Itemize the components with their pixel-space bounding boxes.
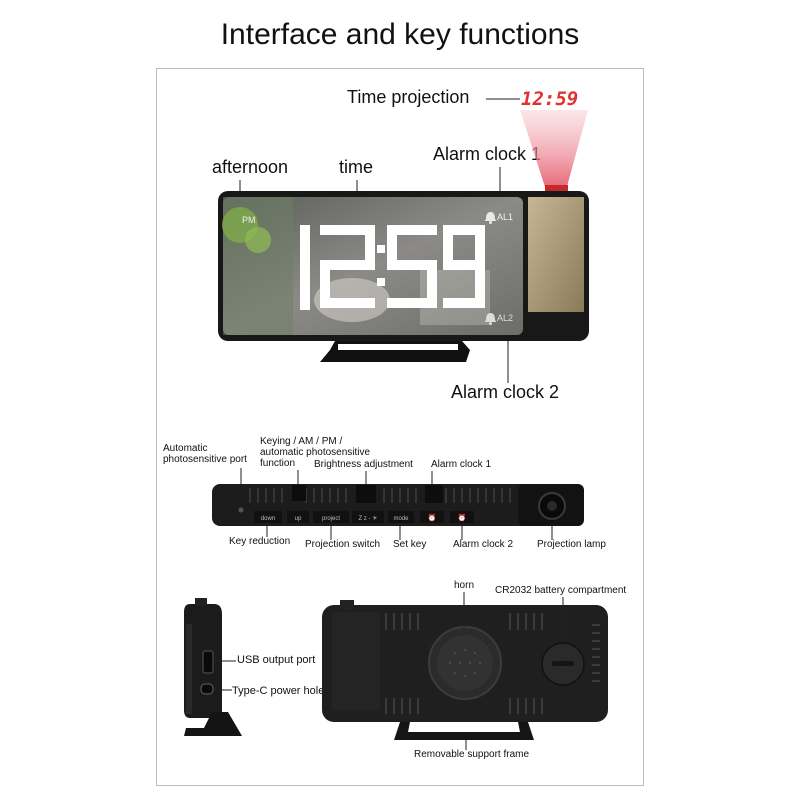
btn-alarm2-text: ⏰ — [458, 513, 467, 522]
projection-switch-label: Projection switch — [305, 539, 381, 550]
projector-lens — [545, 185, 568, 193]
afternoon-label: afternoon — [212, 157, 289, 177]
typec-port-icon — [200, 683, 214, 695]
btn-down-text: down — [261, 516, 275, 522]
brightness-label: Brightness adjustment — [314, 459, 413, 470]
set-key-label: Set key — [393, 539, 427, 550]
btn-up-text: up — [295, 516, 302, 522]
led-colon-top — [377, 245, 385, 253]
typec-port-label: Type-C power hole — [232, 685, 325, 697]
led-time-digits — [300, 225, 485, 310]
keying-label: Keying / AM / PM / automatic photosensit… — [260, 436, 371, 469]
projector-window — [528, 197, 584, 312]
battery-label: CR2032 battery compartment — [495, 585, 627, 596]
pm-indicator: PM — [242, 215, 256, 225]
horn-label: horn — [454, 580, 475, 591]
alarm2-bell-icon — [484, 313, 497, 325]
projection-lamp-label: Projection lamp — [537, 539, 606, 550]
al2-indicator: AL2 — [497, 313, 514, 323]
alarm1-key-label: Alarm clock 1 — [431, 459, 492, 470]
btn-project-text: project — [322, 516, 340, 522]
photosensitive-label: Automatic photosensitive port — [163, 443, 247, 465]
alarm-clock-1-label: Alarm clock 1 — [433, 144, 542, 164]
alarm1-bell-icon — [484, 212, 497, 224]
projection-beam — [520, 110, 588, 190]
back-stand — [394, 722, 534, 740]
page-title: Interface and key functions — [220, 18, 580, 51]
btn-mode-text: mode — [393, 516, 409, 522]
usb-port-icon — [202, 650, 214, 674]
support-frame-label: Removable support frame — [414, 749, 530, 760]
alarm2-key-label: Alarm clock 2 — [453, 539, 514, 550]
btn-brightness-text: Z z - ☀ — [358, 515, 377, 522]
photosensitive-sensor-icon — [238, 507, 244, 513]
content-frame — [156, 68, 644, 786]
key-reduction-label: Key reduction — [229, 536, 291, 547]
time-label: time — [339, 157, 374, 177]
usb-port-label: USB output port — [237, 654, 316, 666]
side-stand — [184, 712, 242, 736]
alarm-clock-2-label: Alarm clock 2 — [451, 382, 560, 402]
led-colon-bottom — [377, 278, 385, 286]
projected-time: 12:59 — [521, 88, 579, 110]
al1-indicator: AL1 — [497, 212, 514, 222]
btn-alarm1-text: ⏰ — [428, 513, 437, 522]
time-projection-label: Time projection — [347, 87, 470, 107]
